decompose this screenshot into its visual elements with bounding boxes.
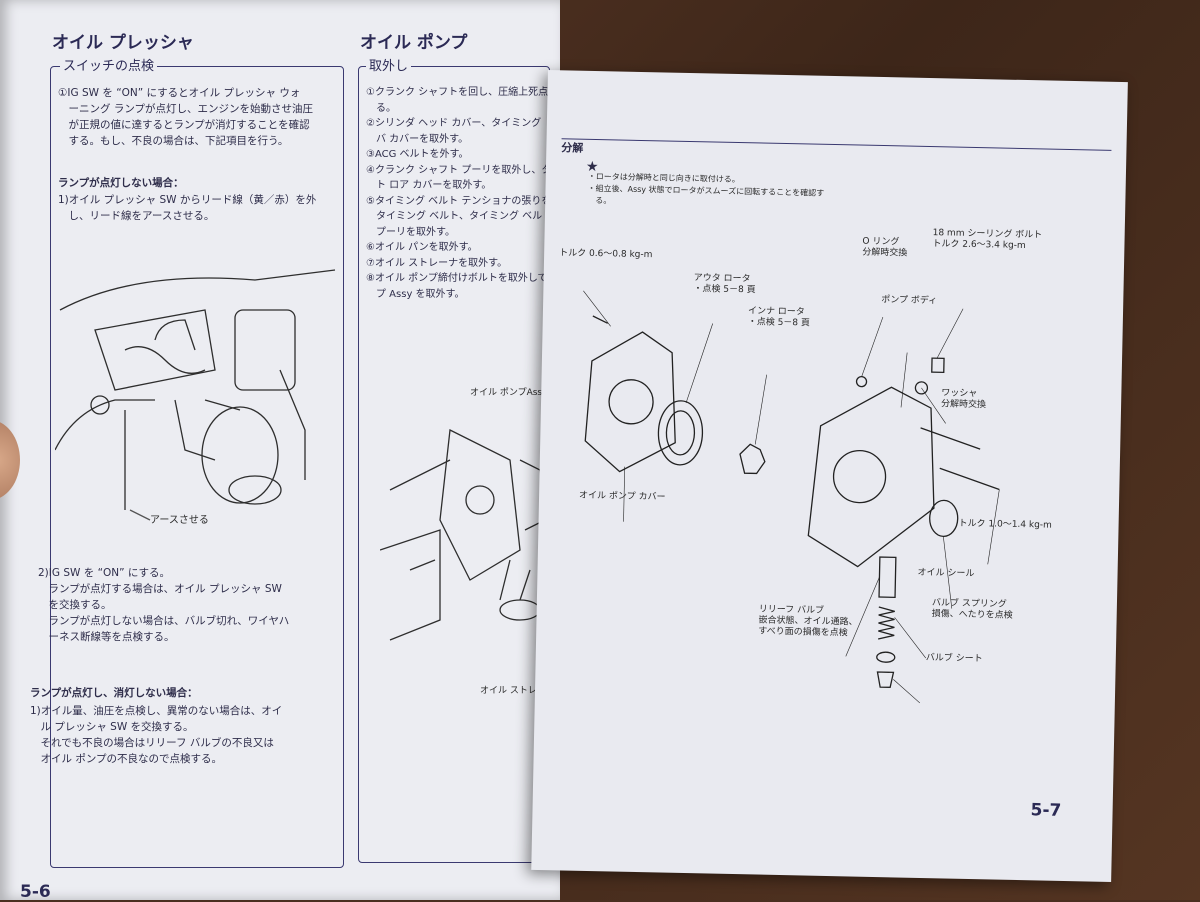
label-oil-pump-cover: オイル ポンプ カバー bbox=[578, 490, 666, 503]
right-page: 分解 ★ ・ロータは分解時と同じ向きに取付ける。 ・組立後、Assy 状態でロー… bbox=[531, 70, 1128, 882]
left-page: オイル プレッシャ オイル ポンプ スイッチの点検 ①IG SW を “ON” … bbox=[0, 0, 571, 902]
label-sealing-bolt: 18 mm シーリング ボルト トルク 2.6〜3.4 kg-m bbox=[932, 228, 1043, 252]
label-oil-strainer: オイル ストレーナ bbox=[480, 686, 555, 696]
label-oil-seal: オイル シール bbox=[917, 567, 975, 580]
label-inner-rotor: インナ ロータ ・点検 5－8 頁 bbox=[747, 306, 811, 329]
oil-pump-exploded-diagram bbox=[583, 290, 1000, 704]
header-oil-pressure: オイル プレッシャ bbox=[52, 33, 194, 53]
case2-heading: ランプが点灯し、消灯しない場合： bbox=[30, 687, 198, 699]
removal-title: 取外し bbox=[366, 55, 412, 74]
header-oil-pump: オイル ポンプ bbox=[360, 33, 468, 53]
label-oil-pump-assy: オイル ポンプAssy bbox=[470, 388, 548, 398]
page-number-right: 5-7 bbox=[1030, 800, 1062, 821]
page-number-left: 5-6 bbox=[20, 882, 51, 902]
switch-intro-text: ①IG SW を “ON” にするとオイル プレッシャ ウォ ーニング ランプが… bbox=[58, 87, 314, 147]
label-relief-valve: リリーフ バルブ 嵌合状態、オイル通路、 すべり面の損傷を点検 bbox=[758, 604, 858, 639]
label-valve-seat: バルブ シート bbox=[925, 653, 983, 665]
removal-steps: ①クランク シャフトを回し、圧縮上死点に る。 ②シリンダ ヘッド カバー、タイ… bbox=[366, 87, 572, 300]
case1-heading: ランプが点灯しない場合： bbox=[58, 177, 184, 189]
disassembly-title: 分解 bbox=[561, 141, 584, 155]
label-washer: ワッシャ 分解時交換 bbox=[940, 388, 987, 411]
case2-text: 1)オイル量、油圧を点検し、異常のない場合は、オイ ル プレッシャ SW を交換… bbox=[30, 705, 283, 765]
label-pump-body: ポンプ ボディ bbox=[881, 295, 938, 307]
switch-check-frame bbox=[50, 66, 344, 868]
case1-text: 1)オイル プレッシャ SW からリード線（黄／赤）を外 し、リード線をアースさ… bbox=[58, 194, 317, 222]
label-o-ring: O リング 分解時交換 bbox=[862, 236, 908, 259]
section-rule bbox=[561, 138, 1112, 151]
label-torque-pump-bolts: トルク 1.0〜1.4 kg-m bbox=[958, 518, 1052, 531]
label-valve-spring: バルブ スプリング 損傷、へたりを点検 bbox=[931, 598, 1013, 621]
step2-text: 2)IG SW を “ON” にする。 ランプが点灯する場合は、オイル プレッシ… bbox=[38, 567, 290, 643]
label-torque-cover-screw: トルク 0.6〜0.8 kg-m bbox=[559, 248, 653, 261]
engine-illustration bbox=[55, 269, 336, 521]
oil-pump-removal-illustration bbox=[380, 429, 546, 641]
disassembly-notes: ・ロータは分解時と同じ向きに取付ける。 ・組立後、Assy 状態でロータがスムー… bbox=[587, 171, 825, 206]
label-outer-rotor: アウタ ロータ ・点検 5－8 頁 bbox=[693, 273, 756, 296]
ground-label: アースさせる bbox=[150, 515, 209, 526]
switch-check-title: スイッチの点検 bbox=[60, 55, 158, 74]
finger-holding-book bbox=[0, 420, 20, 500]
